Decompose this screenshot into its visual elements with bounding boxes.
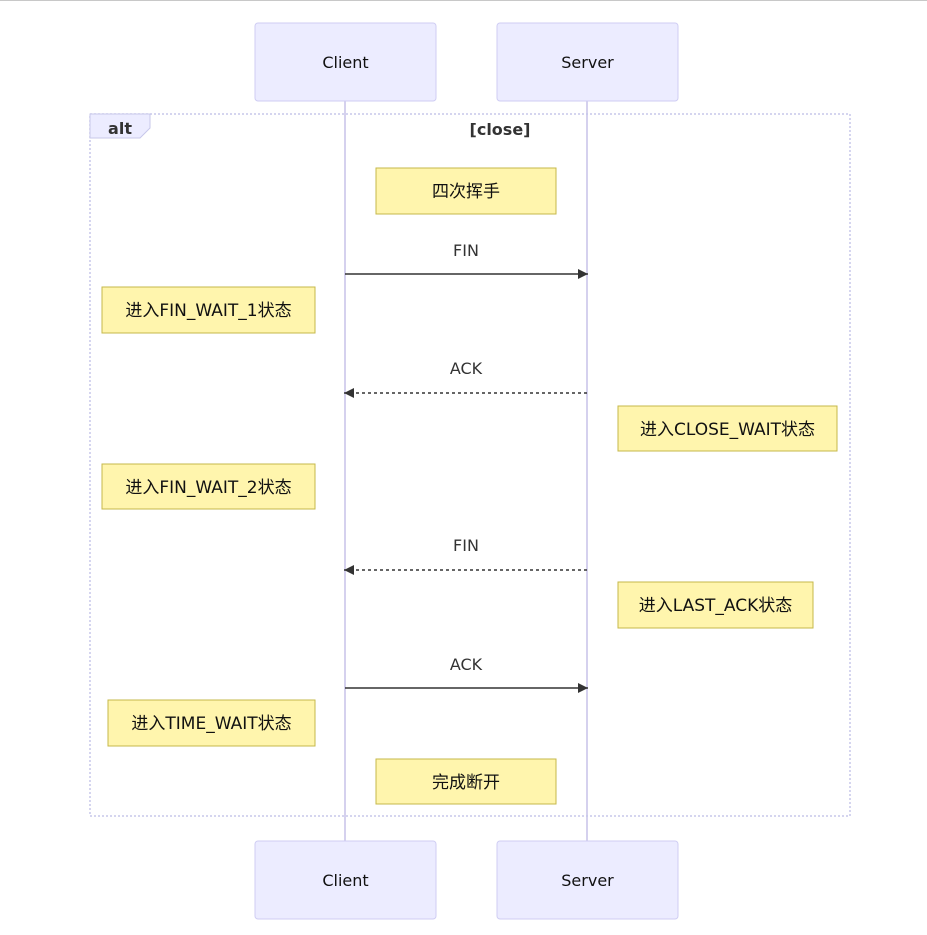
message-ack-server-to-client: ACK [344, 359, 587, 398]
alt-frame-tab [89, 113, 151, 139]
actor-client-top-box [254, 22, 437, 102]
actor-server-bottom-label: Server [561, 871, 614, 890]
top-border [0, 0, 927, 1]
note-end-box [375, 758, 557, 805]
note-fin-wait-1-text: 进入FIN_WAIT_1状态 [125, 301, 291, 321]
message-2-label: ACK [450, 359, 483, 378]
note-fin-wait-2: 进入FIN_WAIT_2状态 [101, 463, 316, 510]
alt-frame-label: alt [108, 119, 132, 138]
note-close-wait-text: 进入CLOSE_WAIT状态 [640, 420, 815, 440]
actor-server-top[interactable]: Server [496, 22, 679, 102]
note-end-text: 完成断开 [432, 773, 500, 793]
actor-server-bottom-box [496, 840, 679, 920]
actor-client-top-label: Client [322, 53, 368, 72]
note-close-wait: 进入CLOSE_WAIT状态 [617, 405, 838, 452]
note-start: 四次挥手 [375, 167, 557, 215]
note-end: 完成断开 [375, 758, 557, 805]
message-fin-server-to-client: FIN [344, 536, 587, 575]
message-4-label: ACK [450, 655, 483, 674]
actor-client-bottom-label: Client [322, 871, 368, 890]
alt-frame-border [89, 113, 851, 817]
actor-client-bottom-box [254, 840, 437, 920]
note-start-text: 四次挥手 [432, 182, 500, 202]
note-time-wait-text: 进入TIME_WAIT状态 [131, 714, 291, 734]
actor-client-top[interactable]: Client [254, 22, 437, 102]
actor-server-top-box [496, 22, 679, 102]
note-time-wait: 进入TIME_WAIT状态 [107, 699, 316, 747]
actor-server-bottom[interactable]: Server [496, 840, 679, 920]
note-fin-wait-1-box [101, 286, 316, 334]
note-last-ack: 进入LAST_ACK状态 [617, 581, 814, 629]
note-fin-wait-1: 进入FIN_WAIT_1状态 [101, 286, 316, 334]
message-1-label: FIN [453, 241, 479, 260]
alt-frame: alt [close] [89, 113, 851, 817]
actor-client-bottom[interactable]: Client [254, 840, 437, 920]
message-ack-client-to-server: ACK [345, 655, 588, 693]
note-close-wait-box [617, 405, 838, 452]
actor-server-top-label: Server [561, 53, 614, 72]
message-3-label: FIN [453, 536, 479, 555]
note-fin-wait-2-box [101, 463, 316, 510]
note-time-wait-box [107, 699, 316, 747]
note-start-box [375, 167, 557, 215]
note-last-ack-text: 进入LAST_ACK状态 [639, 596, 793, 616]
note-last-ack-box [617, 581, 814, 629]
note-fin-wait-2-text: 进入FIN_WAIT_2状态 [125, 478, 291, 498]
message-fin-client-to-server: FIN [345, 241, 588, 279]
alt-frame-condition: [close] [470, 120, 531, 139]
